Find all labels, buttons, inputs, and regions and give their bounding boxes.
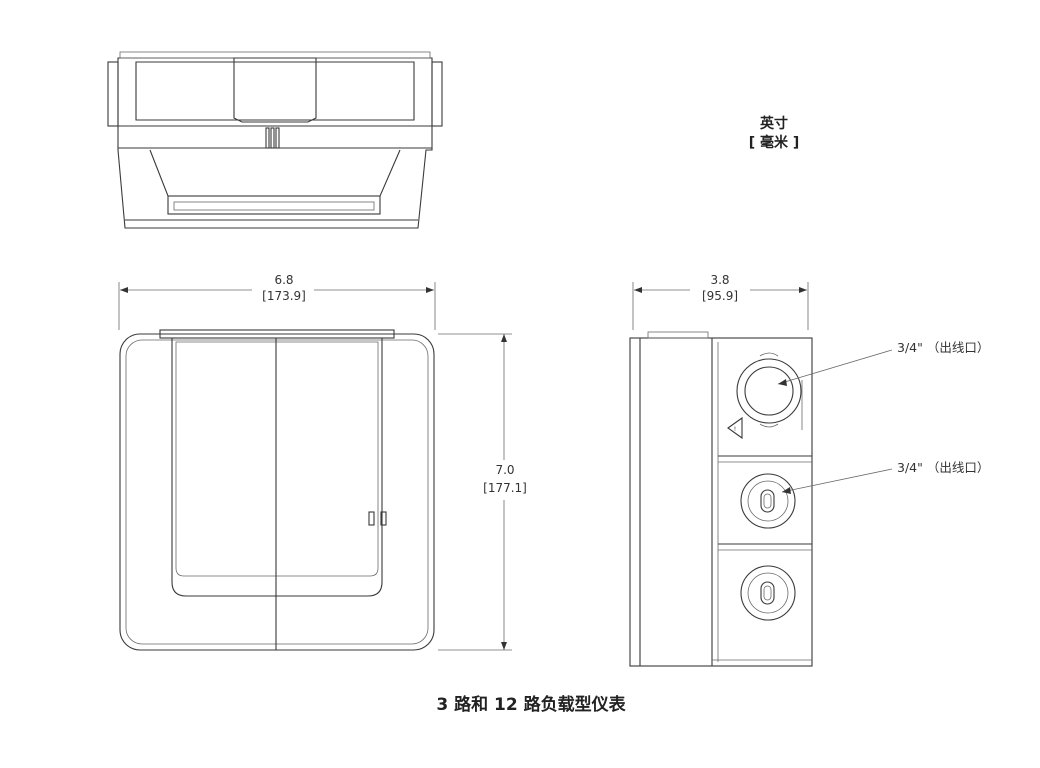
depth-inch-label: 3.8 — [710, 273, 729, 287]
figure-caption: 3 路和 12 路负载型仪表 — [436, 694, 626, 715]
svg-text:!: ! — [734, 426, 736, 433]
unit-imperial-label: 英寸 — [759, 115, 788, 132]
side-view: ! — [629, 282, 893, 667]
width-mm-label: [173.9] — [262, 289, 306, 303]
height-inch-label: 7.0 — [495, 463, 514, 477]
top-view — [107, 51, 443, 229]
callout-middle-knockout: 3/4" （出线口） — [897, 460, 989, 475]
front-view — [118, 282, 512, 651]
callout-top-knockout: 3/4" （出线口） — [897, 340, 989, 355]
height-mm-label: [177.1] — [483, 481, 527, 495]
unit-metric-label: [ 毫米 ] — [749, 134, 800, 151]
depth-mm-label: [95.9] — [702, 289, 738, 303]
width-inch-label: 6.8 — [274, 273, 293, 287]
